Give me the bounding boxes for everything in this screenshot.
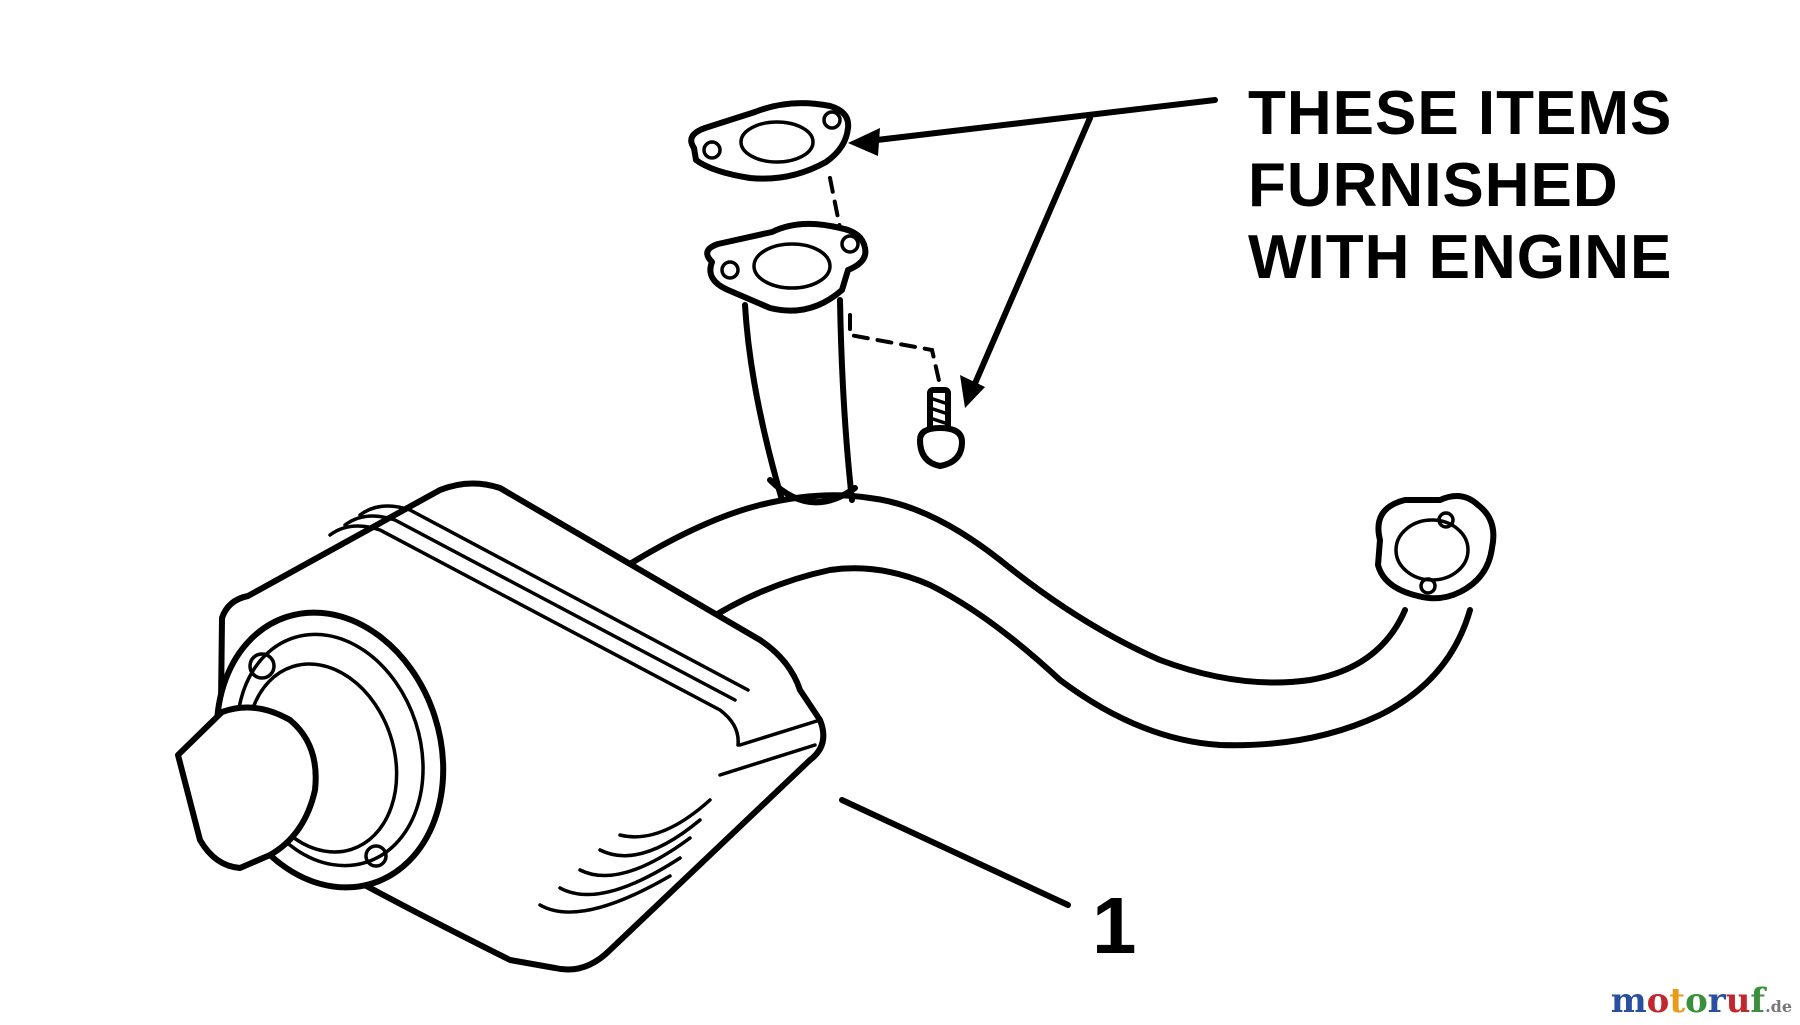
part-number-label: 1 <box>1092 881 1137 970</box>
riser-tube <box>742 297 858 506</box>
callout-line-2: FURNISHED <box>1248 151 1619 220</box>
alignment-lines <box>828 176 942 387</box>
watermark-suffix: .de <box>1765 997 1792 1016</box>
tube-flange <box>704 220 869 314</box>
screw <box>917 387 965 469</box>
watermark-text: motoruf <box>1610 981 1766 1021</box>
muffler-outlet <box>175 609 447 891</box>
pipe-end-flange <box>1375 493 1497 602</box>
callout-line-1: THESE ITEMS <box>1248 79 1673 148</box>
callout-line-3: WITH ENGINE <box>1248 223 1673 292</box>
upper-gasket <box>688 100 852 182</box>
callout-arrows <box>848 97 1218 408</box>
callout-text: THESE ITEMS FURNISHED WITH ENGINE <box>1248 78 1672 294</box>
part-1-leader <box>839 797 1071 908</box>
exhaust-pipe <box>617 492 1473 749</box>
watermark-logo: motoruf.de <box>1611 981 1792 1021</box>
